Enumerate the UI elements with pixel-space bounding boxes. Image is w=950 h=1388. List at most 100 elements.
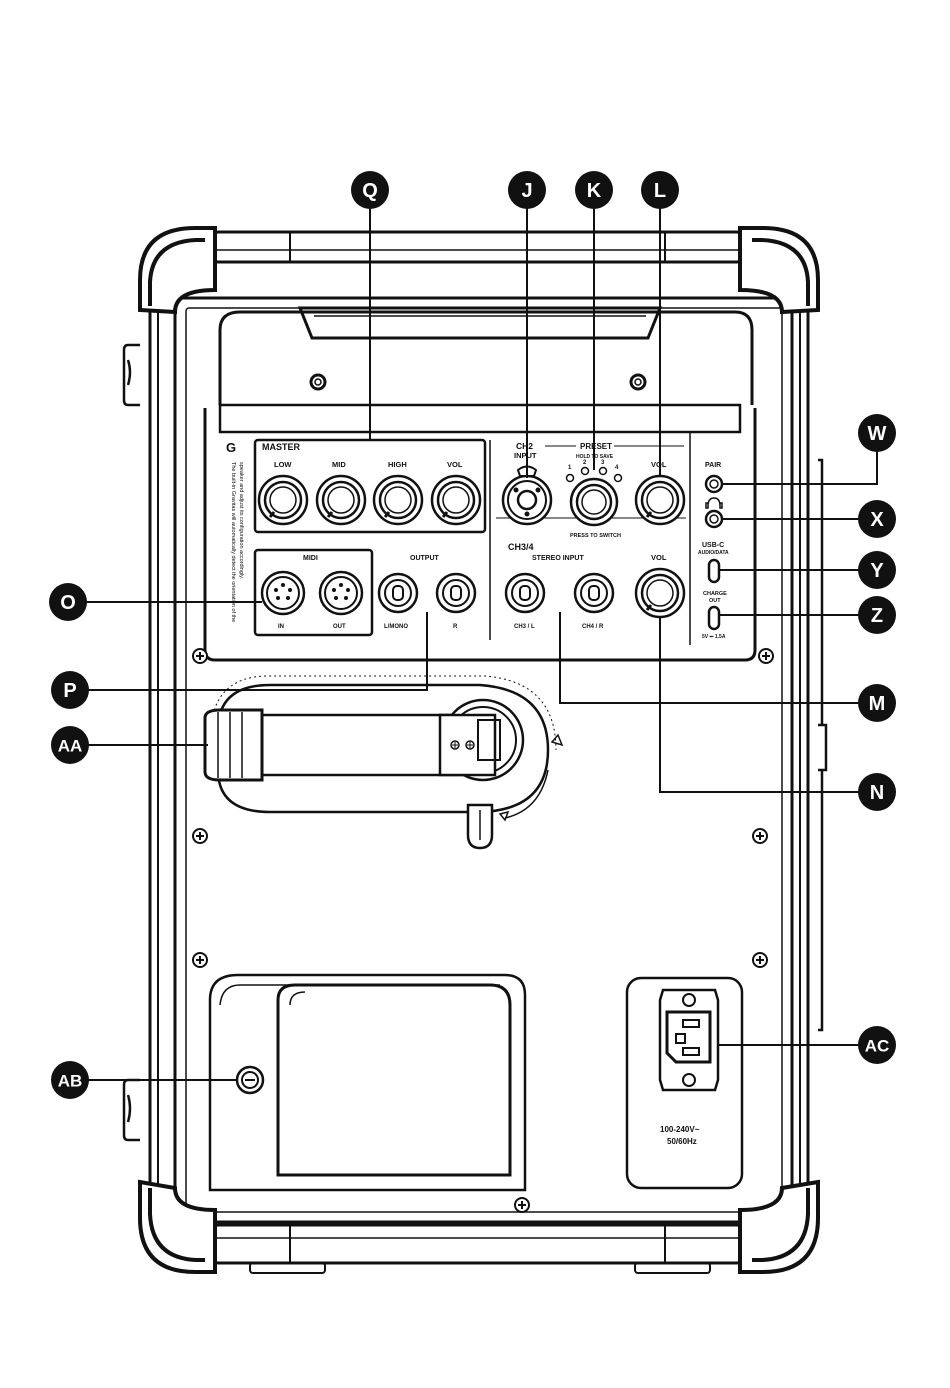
callout-q-text: Q [362,180,378,202]
output-r-label: R [453,624,458,630]
speaker-cabinet [148,230,810,1274]
callout-j: J [508,171,546,209]
callout-q: Q [351,171,389,209]
master-vol-label: VOL [447,460,463,469]
preset-num-2: 2 [583,460,587,466]
midi-in-port[interactable] [260,570,306,616]
panel-screws [192,648,774,1213]
callout-aa: AA [51,726,89,764]
callout-z: Z [858,596,896,634]
callout-k-text: K [587,180,602,202]
callout-w-text: W [868,423,887,445]
midi-out-port[interactable] [318,570,364,616]
press-to-switch-label: PRESS TO SWITCH [570,533,621,539]
midi-out-label: OUT [333,624,346,630]
callout-o-text: O [60,592,76,614]
callout-n: N [858,773,896,811]
callout-w: W [858,414,896,452]
control-panel [203,403,757,662]
callout-y-text: Y [870,560,884,582]
ch34-vol-label: VOL [651,553,667,562]
ch4-r-label: CH4 / R [582,624,604,630]
usbc-label: USB-C [702,542,724,549]
headphone-icon [705,497,723,509]
side-clips [122,343,828,1142]
brand-logo: G [226,440,236,455]
side-note: The built-in Gravitas will automatically… [230,462,244,622]
usbc-sub-label: AUDIO/DATA [698,550,729,556]
preset-num-1: 1 [568,465,572,471]
side-note-line-1: The built-in Gravitas will automatically… [230,462,236,622]
usbc-charge-port[interactable] [707,605,721,631]
battery-bay [208,973,527,1192]
pair-label: PAIR [705,462,721,469]
callout-k: K [575,171,613,209]
callout-l: L [641,171,679,209]
ch2-vol-knob[interactable] [634,474,686,526]
ch3-l-label: CH3 / L [514,624,535,630]
preset-knob[interactable] [569,477,619,527]
high-label: HIGH [388,460,407,469]
iec-power-socket[interactable] [665,1010,712,1064]
power-rating-line-2: 50/60Hz [667,1137,697,1146]
master-label: MASTER [262,442,301,452]
corner-bumpers [138,226,820,1274]
power-inlet-housing [625,976,744,1190]
ch3-l-jack[interactable] [504,572,546,614]
ch34-vol-knob[interactable] [634,567,686,619]
output-l-mono-label: L/MONO [384,624,408,630]
battery-latch-screw[interactable] [235,1065,265,1095]
ch2-combo-jack[interactable] [501,465,553,526]
power-rating-line-1: 100-240V~ [660,1125,700,1134]
high-knob[interactable] [372,474,424,526]
preset-leds [565,466,623,483]
side-note-line-2: speaker and adjust its configuration acc… [238,462,244,579]
callout-ab: AB [51,1061,89,1099]
callout-x-text: X [870,509,884,531]
leader-lines [78,200,878,1081]
headphone-jack[interactable] [704,509,724,529]
low-label: LOW [274,460,292,469]
midi-in-label: IN [278,624,284,630]
callout-p: P [51,671,89,709]
callout-aa-text: AA [58,737,83,756]
preset-num-3: 3 [601,460,605,466]
callout-j-text: J [521,180,532,202]
midi-section-frame [253,548,374,637]
tilt-stand-mount [203,675,564,850]
callout-m-text: M [869,693,886,715]
preset-label: PRESET [580,442,612,451]
output-l-mono-jack[interactable] [377,572,419,614]
midi-label: MIDI [303,555,318,562]
ch34-label: CH3/4 [508,542,534,552]
charge-out-label: OUT [709,598,721,604]
callout-ac: AC [858,1026,896,1064]
callout-m: M [858,684,896,722]
output-label: OUTPUT [410,555,440,562]
callout-o: O [49,583,87,621]
callout-n-text: N [870,782,884,804]
usbc-audio-port[interactable] [707,558,721,584]
charge-label: CHARGE [703,591,727,597]
stereo-input-label: STEREO INPUT [532,555,584,562]
top-handle [218,306,754,405]
callout-z-text: Z [871,605,883,627]
low-knob[interactable] [257,474,309,526]
master-vol-knob[interactable] [430,474,482,526]
callout-y: Y [858,551,896,589]
mid-knob[interactable] [315,474,367,526]
callout-ac-text: AC [865,1037,890,1056]
output-r-jack[interactable] [435,572,477,614]
callout-l-text: L [654,180,666,202]
pair-button[interactable] [704,474,724,494]
callout-ab-text: AB [58,1072,83,1091]
ch2-input-label: INPUT [514,451,537,460]
ch4-r-jack[interactable] [573,572,615,614]
ch2-label: CH2 [516,441,533,451]
callout-x: X [858,500,896,538]
mid-label: MID [332,460,346,469]
ch2-vol-label: VOL [651,460,667,469]
charge-rating-label: 5V ⎓ 1.5A [702,634,726,640]
callout-p-text: P [63,680,76,702]
